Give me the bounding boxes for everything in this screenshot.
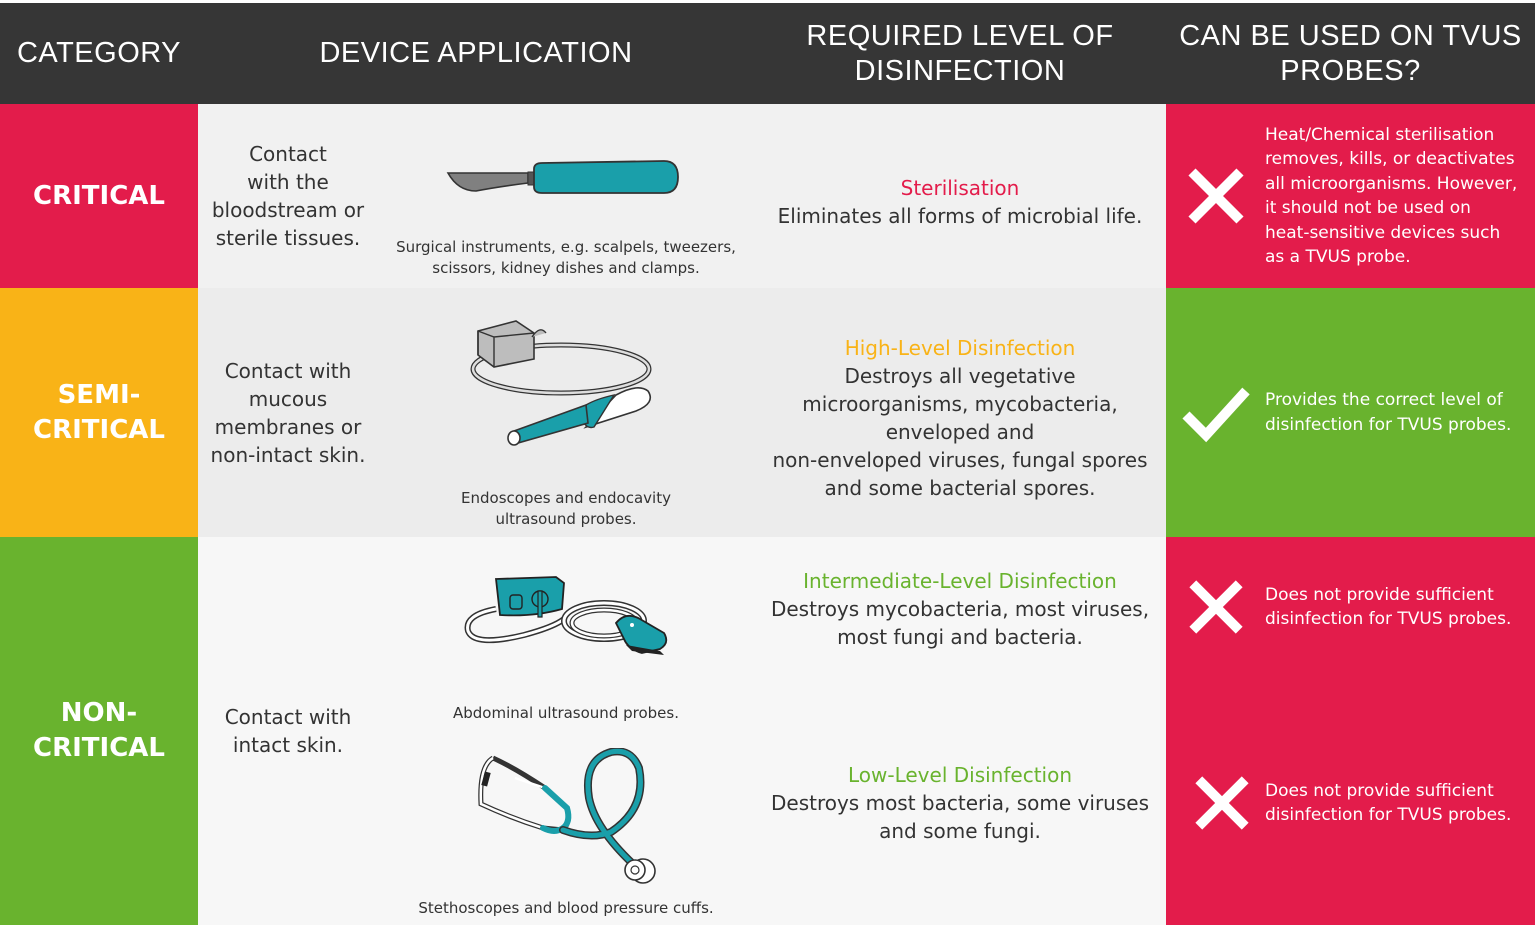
header-tvus: CAN BE USED ON TVUS PROBES? [1179,19,1522,87]
category-semi-critical: SEMI- CRITICAL [0,288,198,537]
cross-icon [1194,776,1249,830]
disinfection-table: CATEGORY DEVICE APPLICATION REQUIRED LEV… [0,3,1535,925]
header-category: CATEGORY [16,37,182,69]
tvus-verdict-intermediate: Does not provide sufficient disinfection… [1166,575,1535,639]
contact-semi-critical: Contact with mucous membranes or non-int… [210,358,366,467]
header-required-level: REQUIRED LEVEL OF DISINFECTION [806,19,1114,87]
row-band-non-critical [198,537,1166,925]
abdominal-probe-icon [464,576,667,655]
tvus-verdict-semi-critical: Provides the correct level of disinfecti… [1166,288,1535,537]
contact-critical: Contact with the bloodstream or sterile … [211,142,365,250]
cross-icon [1188,580,1243,634]
device-caption-critical: Surgical instruments, e.g. scalpels, twe… [396,238,736,277]
header-device-application: DEVICE APPLICATION [319,37,633,69]
cross-icon [1187,168,1244,224]
category-critical: CRITICAL [0,104,198,288]
level-low: Low-Level Disinfection Destroys most bac… [770,763,1150,843]
category-non-critical: NON- CRITICAL [0,537,198,925]
scalpel-icon [446,160,679,194]
tvus-verdict-low: Does not provide sufficient disinfection… [1166,771,1535,835]
row-band-semi-critical [198,288,1166,537]
level-sterilisation: Sterilisation Eliminates all forms of mi… [777,176,1143,228]
stethoscope-icon [478,748,656,884]
device-non-critical-stethoscope: Stethoscopes and blood pressure cuffs. [378,748,754,919]
tvus-cell-critical [1166,104,1535,288]
device-caption-stethoscope: Stethoscopes and blood pressure cuffs. [418,899,714,917]
device-caption-semi-critical: Endoscopes and endocavity ultrasound pro… [461,489,671,528]
level-intermediate: Intermediate-Level Disinfection Destroys… [770,569,1150,649]
device-non-critical-abdominal: Abdominal ultrasound probes. [378,571,754,724]
row-band-critical [198,104,1166,288]
device-semi-critical: Endoscopes and endocavity ultrasound pro… [378,319,754,530]
level-high: High-Level Disinfection Destroys all veg… [772,336,1148,500]
device-critical: Surgical instruments, e.g. scalpels, twe… [378,153,754,279]
tvus-verdict-critical: Heat/Chemical sterilisation removes, kil… [1166,104,1535,288]
check-icon [1181,387,1250,442]
contact-non-critical: Contact with intact skin. [224,705,352,757]
device-caption-abdominal: Abdominal ultrasound probes. [453,704,679,722]
endocavity-probe-icon [470,320,652,446]
table-header: CATEGORY DEVICE APPLICATION REQUIRED LEV… [0,3,1535,104]
